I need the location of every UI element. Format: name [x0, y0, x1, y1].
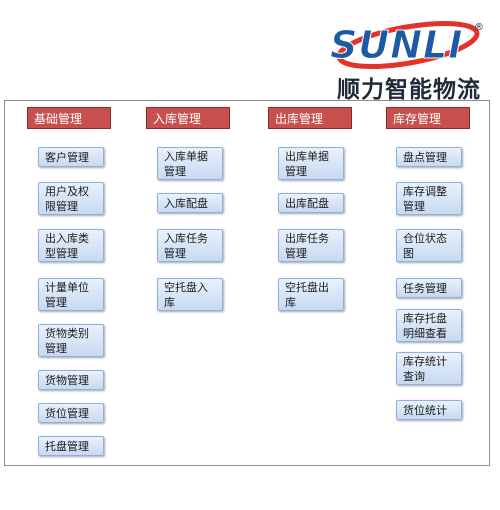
column-header-outbound-management: 出库管理 — [268, 107, 352, 129]
node-inout-type-management: 出入库类型管理 — [38, 229, 104, 262]
node-unit-management: 计量单位管理 — [38, 278, 104, 311]
node-empty-pallet-outbound: 空托盘出库 — [278, 278, 344, 311]
function-module-panel: 基础管理 客户管理 用户及权限管理 出入库类型管理 计量单位管理 货物类别管理 … — [4, 100, 490, 466]
registered-mark-icon: ® — [474, 22, 484, 33]
sunli-logo: SUNLI ® 顺力智能物流 — [322, 12, 492, 103]
node-goods-management: 货物管理 — [38, 370, 104, 390]
svg-text:SUNLI: SUNLI — [330, 23, 463, 67]
node-location-management: 货位管理 — [38, 403, 104, 423]
node-inventory-pallet-detail-view: 库存托盘明细查看 — [396, 309, 462, 342]
column-header-inventory-management: 库存管理 — [386, 107, 470, 129]
node-inventory-adjustment-management: 库存调整管理 — [396, 182, 462, 215]
node-inventory-statistics-query: 库存统计查询 — [396, 352, 462, 385]
node-outbound-document-management: 出库单据管理 — [278, 147, 344, 180]
node-user-permission-management: 用户及权限管理 — [38, 182, 104, 215]
node-task-management: 任务管理 — [396, 278, 462, 298]
node-customer-management: 客户管理 — [38, 147, 104, 167]
node-goods-category-management: 货物类别管理 — [38, 324, 104, 357]
column-header-basic-management: 基础管理 — [27, 107, 111, 129]
node-outbound-task-management: 出库任务管理 — [278, 229, 344, 262]
sunli-logo-graphic: SUNLI ® — [330, 21, 484, 69]
node-outbound-pallet-allocation: 出库配盘 — [278, 193, 344, 213]
node-stocktaking-management: 盘点管理 — [396, 147, 462, 167]
brand-name: 顺力智能物流 — [337, 77, 481, 103]
node-empty-pallet-inbound: 空托盘入库 — [157, 278, 223, 311]
node-location-status-map: 仓位状态图 — [396, 229, 462, 262]
node-inbound-task-management: 入库任务管理 — [157, 229, 223, 262]
node-pallet-management: 托盘管理 — [38, 436, 104, 456]
node-inbound-pallet-allocation: 入库配盘 — [157, 193, 223, 213]
node-inbound-document-management: 入库单据管理 — [157, 147, 223, 180]
node-location-statistics: 货位统计 — [396, 400, 462, 420]
column-header-inbound-management: 入库管理 — [146, 107, 230, 129]
